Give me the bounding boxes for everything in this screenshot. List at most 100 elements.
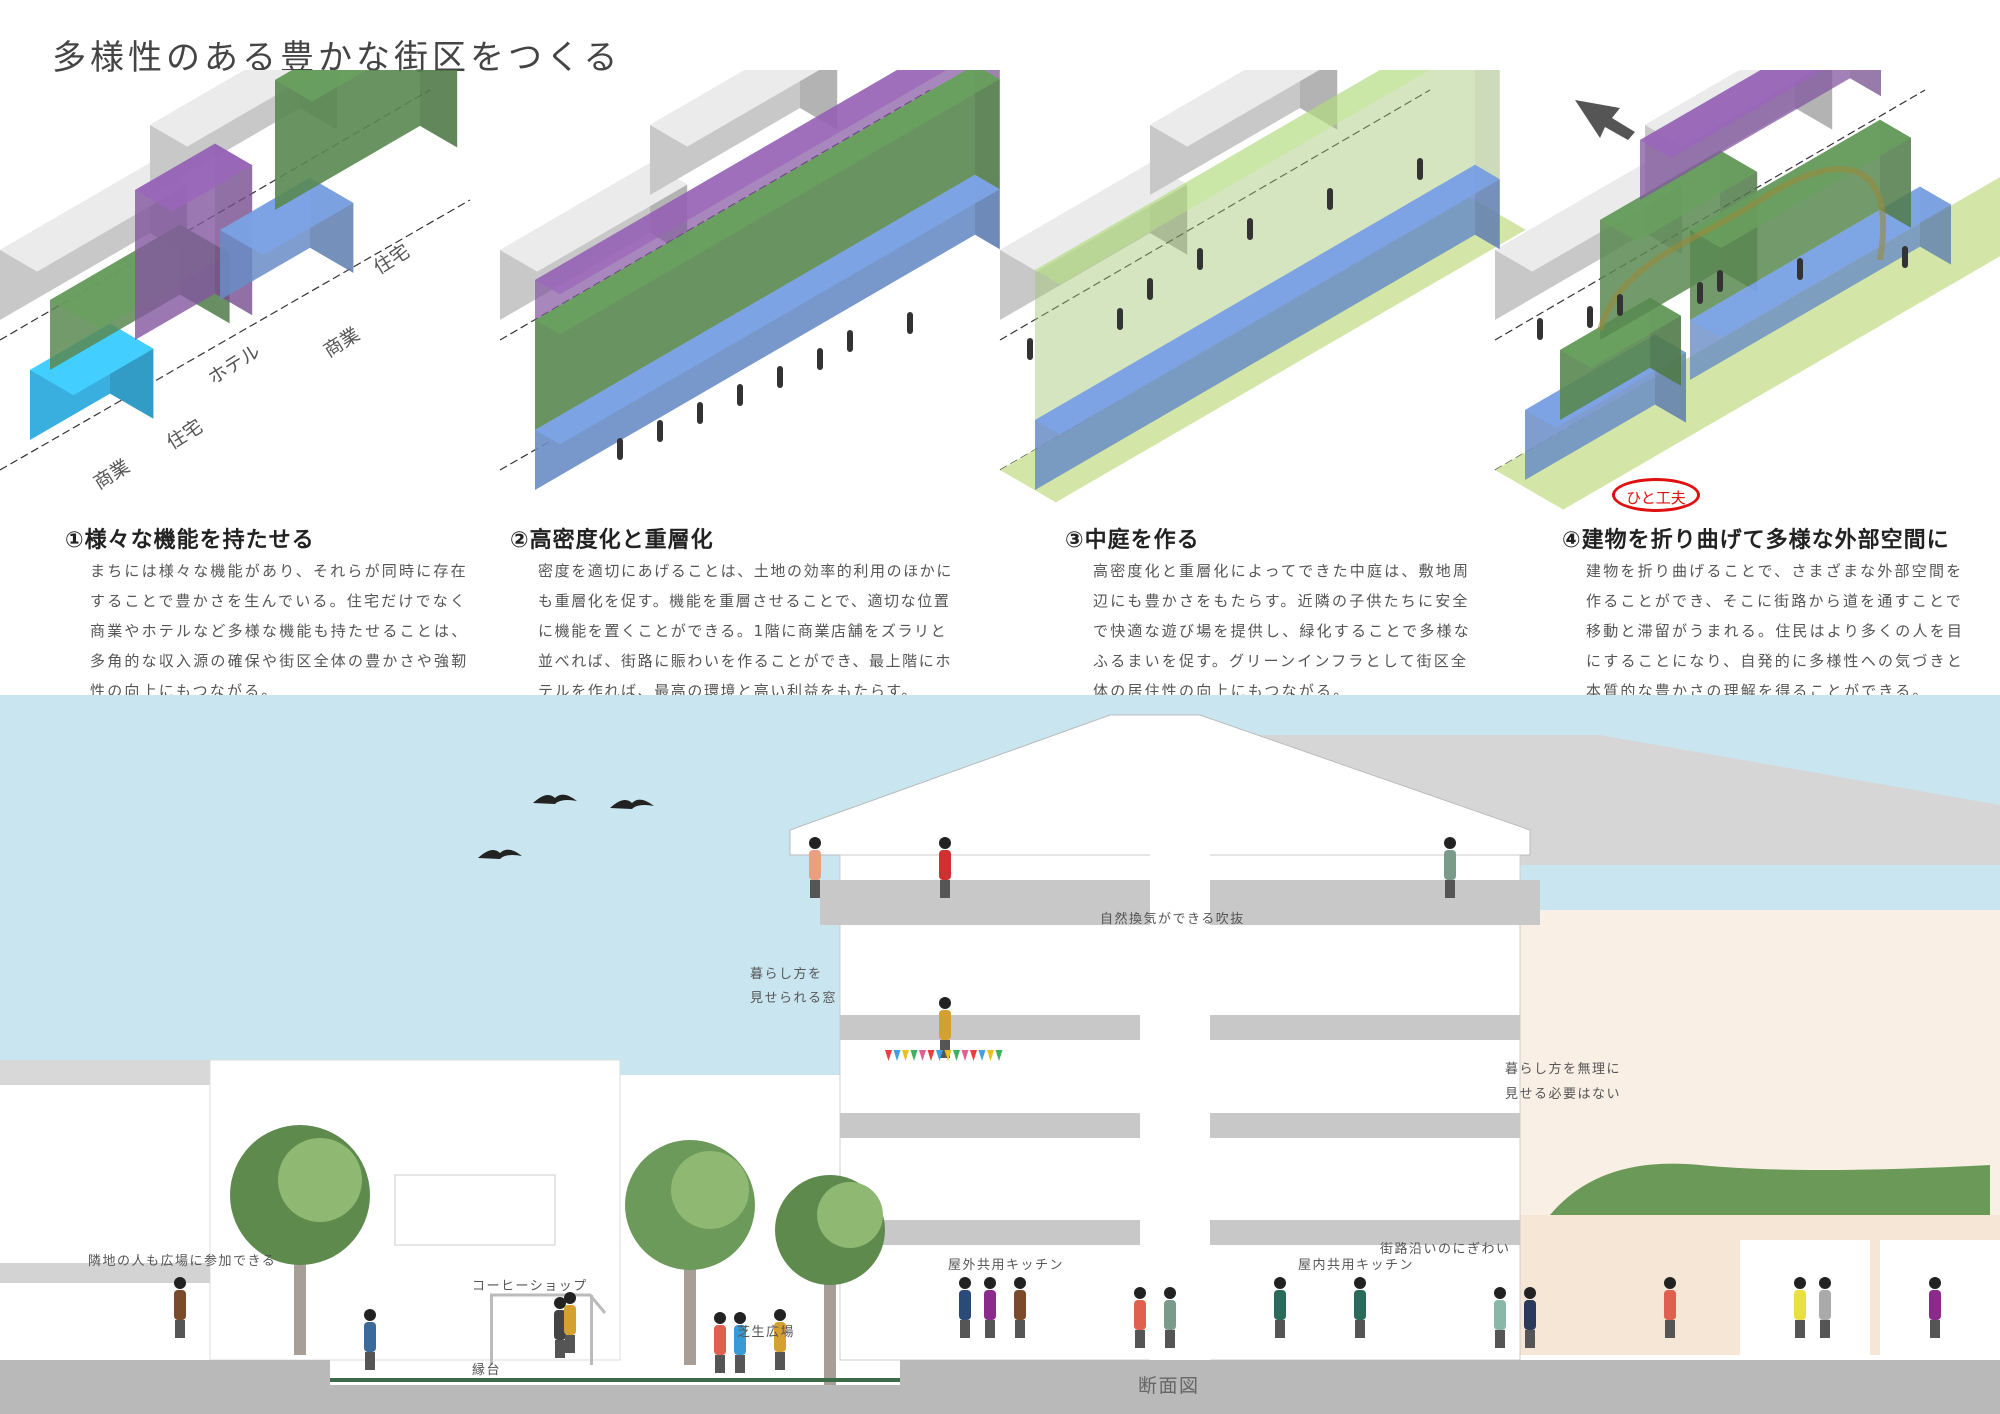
person-icon (1135, 1330, 1145, 1348)
hotel-layer-top (535, 70, 947, 295)
person-icon (1327, 188, 1333, 210)
section-caption: 断面図 (1138, 1375, 1200, 1397)
person-icon (939, 850, 951, 880)
person-icon (774, 1309, 786, 1321)
person-icon (1117, 308, 1123, 330)
person-icon (1164, 1300, 1176, 1330)
floor-slab (1180, 1220, 1520, 1245)
floor-slab (1180, 1015, 1520, 1040)
person-icon (1697, 282, 1703, 304)
person-icon (1665, 1320, 1675, 1338)
bunting-flag (936, 1050, 943, 1061)
body-line: に機能を置くことができる。1階に商業店舗をズラリと (538, 622, 948, 640)
person-icon (1795, 1320, 1805, 1338)
bunting-flag (910, 1050, 918, 1061)
label-private-2: 見せる必要はない (1505, 1087, 1622, 1102)
person-icon (657, 420, 663, 442)
residential-block-face (275, 70, 420, 210)
person-icon (1274, 1290, 1286, 1320)
label-bench: 縁台 (472, 1363, 502, 1378)
person-icon (960, 1320, 970, 1338)
neighbor-floor (0, 1263, 210, 1283)
person-icon (1445, 880, 1455, 898)
person-icon (714, 1325, 726, 1355)
tree-canopy (671, 1151, 749, 1229)
window (394, 1174, 556, 1246)
lawn (330, 1378, 900, 1382)
hotel-block-top (135, 143, 253, 212)
section-body: 密度を適切にあげることは、土地の効率的利用のほかに も重層化を促す。機能を重層さ… (538, 556, 953, 706)
person-icon (1134, 1287, 1146, 1299)
label-outdoor-kitchen: 屋外共用キッチン (948, 1258, 1065, 1273)
person-icon (1494, 1300, 1506, 1330)
person-icon (1274, 1277, 1286, 1289)
person-icon (939, 837, 951, 849)
person-icon (364, 1309, 376, 1321)
neighbor-block-top (650, 70, 820, 147)
person-icon (1524, 1287, 1536, 1299)
person-icon (1929, 1290, 1941, 1320)
neighbor-block-top (1150, 70, 1320, 147)
hedge (1550, 1163, 1990, 1215)
north-arrow-icon (1575, 100, 1635, 140)
body-line: 建物を折り曲げることで、さまざまな外部空間を (1586, 562, 1964, 580)
section-4: ④建物を折り曲げて多様な外部空間に 建物を折り曲げることで、さまざまな外部空間を… (1562, 522, 1964, 706)
body-line: 移動と滞留がうまれる。住民はより多くの人を目 (1586, 622, 1965, 640)
bird-icon (533, 794, 577, 804)
body-line: まちには様々な機能があり、それらが同時に存在 (90, 562, 468, 580)
person-icon (1819, 1290, 1831, 1320)
person-icon (554, 1297, 566, 1309)
ground (0, 1360, 2000, 1414)
person-icon (175, 1320, 185, 1338)
person-icon (985, 1320, 995, 1338)
hotel-block-side (1850, 70, 1881, 97)
hotel-block-face (1640, 70, 1850, 200)
section-heading: ④建物を折り曲げて多様な外部空間に (1562, 528, 1950, 553)
neighbor-block-top (500, 163, 688, 272)
label-coffee-shop: コーヒーショップ (472, 1279, 588, 1294)
residential-layer-top (535, 70, 1000, 335)
ventilation-void (1150, 815, 1210, 1360)
person-icon (737, 384, 743, 406)
section-heading: ①様々な機能を持たせる (65, 528, 315, 553)
person-icon (715, 1355, 725, 1373)
hotel-layer-face (535, 70, 967, 320)
label-window-1: 暮らし方を (750, 967, 823, 982)
residential-layer-face (535, 70, 975, 430)
courtyard-volume-side (1475, 70, 1500, 180)
residential-block-top (275, 70, 367, 102)
person-icon (1354, 1290, 1366, 1320)
label-void: 自然換気ができる吹抜 (1100, 912, 1245, 927)
section-1: ①様々な機能を持たせる まちには様々な機能があり、それらが同時に存在 することで… (65, 522, 468, 706)
person-icon (1525, 1330, 1535, 1348)
hotel-layer-side (983, 70, 1000, 80)
floor-slab (840, 1220, 1140, 1245)
person-icon (1819, 1277, 1831, 1289)
neighbor-roof-band (0, 1060, 210, 1085)
person-icon (1027, 338, 1033, 360)
person-icon (734, 1325, 746, 1355)
body-line: にすることになり、自発的に多様性への気づきと (1586, 652, 1964, 670)
person-icon (564, 1292, 576, 1304)
person-icon (847, 330, 853, 352)
neighbor-block-top (1495, 163, 1683, 272)
person-icon (1134, 1300, 1146, 1330)
label-window-2: 見せられる窓 (750, 991, 838, 1006)
body-line: 密度を適切にあげることは、土地の効率的利用のほかに (538, 562, 954, 580)
courtyard-volume-top (1035, 70, 1430, 285)
bunting-flag (885, 1050, 892, 1061)
bunting-flag (927, 1050, 935, 1061)
bunting-flag (944, 1050, 952, 1061)
floor-slab (1180, 1113, 1520, 1138)
person-icon (1247, 218, 1253, 240)
person-icon (1165, 1330, 1175, 1348)
residential-block-top (1600, 150, 1758, 242)
axonometric-diagrams (0, 70, 2000, 510)
person-icon (1015, 1320, 1025, 1338)
residential-block-top (1690, 119, 1911, 248)
person-icon (1444, 837, 1456, 849)
person-icon (809, 837, 821, 849)
path-route (1597, 166, 1887, 331)
person-icon (1444, 850, 1456, 880)
commercial-block-top (30, 323, 154, 396)
